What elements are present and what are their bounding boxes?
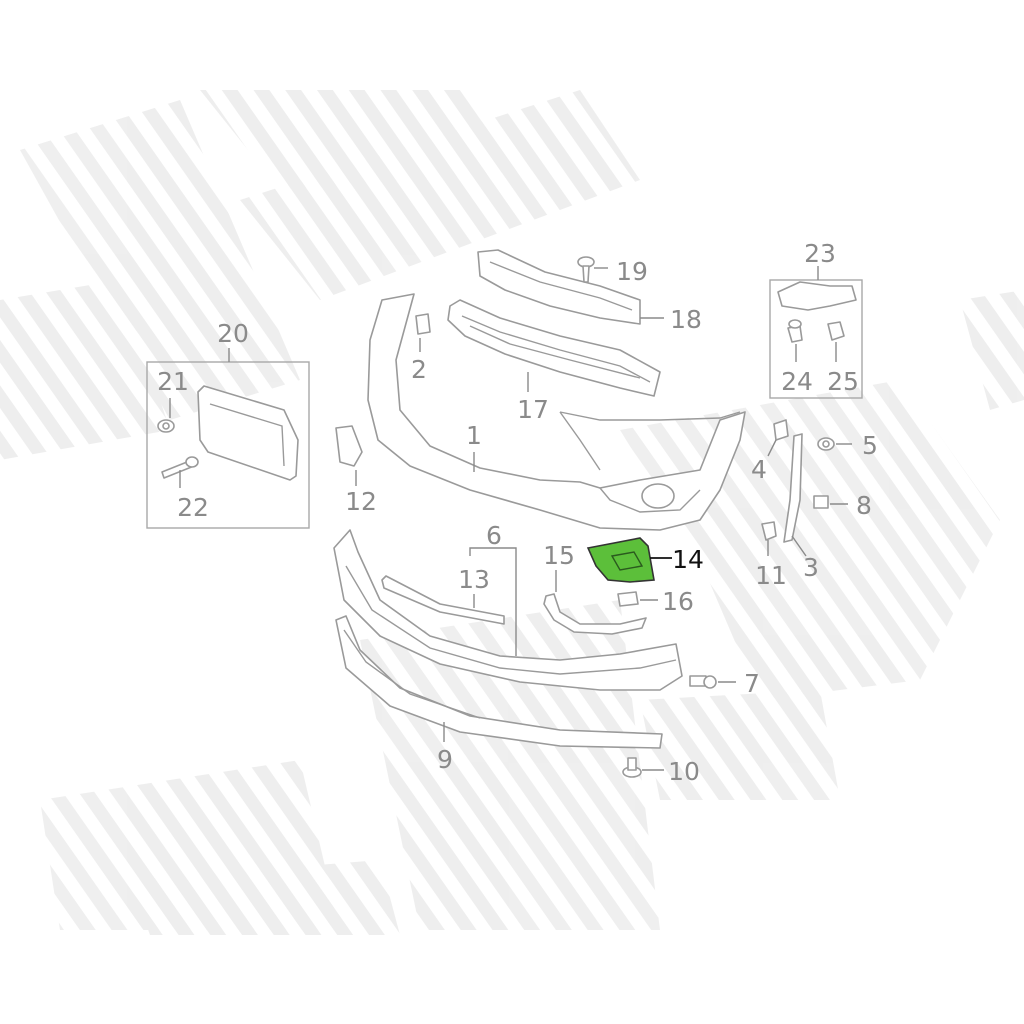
part-6-lower-bumper[interactable]	[333, 529, 683, 691]
part-9-lower-lip[interactable]	[335, 615, 663, 749]
callout-4: 4	[751, 455, 767, 484]
callout-11: 11	[755, 561, 787, 590]
part-6-detail	[345, 565, 677, 675]
callout-15: 15	[543, 541, 575, 570]
part-10-bolt[interactable]	[622, 757, 642, 778]
part-25-clip[interactable]	[827, 321, 845, 341]
callout-17: 17	[517, 395, 549, 424]
callout-8: 8	[856, 491, 872, 520]
part-12-side-bracket[interactable]	[335, 425, 363, 467]
part-group-box-20	[146, 361, 310, 529]
callout-22: 22	[177, 493, 209, 522]
callout-5: 5	[862, 431, 878, 460]
leader-4	[767, 439, 777, 457]
callout-25: 25	[827, 367, 859, 396]
part-20-detail	[209, 403, 285, 467]
callout-7: 7	[744, 669, 760, 698]
callout-24: 24	[781, 367, 813, 396]
callout-14: 14	[672, 545, 704, 574]
callout-3: 3	[803, 553, 819, 582]
part-23-bracket[interactable]	[777, 281, 857, 311]
part-24-clip[interactable]	[787, 319, 803, 343]
part-18-detail	[489, 261, 633, 311]
part-1-top-edge	[559, 411, 741, 421]
part-8-clip[interactable]	[813, 495, 829, 509]
callout-13: 13	[458, 565, 490, 594]
callout-9: 9	[437, 745, 453, 774]
part-3-side-bracket[interactable]	[783, 433, 803, 543]
part-group-box-23	[769, 279, 863, 399]
callout-12: 12	[345, 487, 377, 516]
callout-10: 10	[668, 757, 700, 786]
part-1-fog-hole	[641, 483, 675, 509]
callout-20: 20	[217, 319, 249, 348]
callout-6: 6	[486, 521, 502, 550]
callout-23: 23	[804, 239, 836, 268]
callout-1: 1	[466, 421, 482, 450]
part-2-bracket[interactable]	[415, 313, 431, 335]
part-5-clip[interactable]	[817, 437, 835, 451]
part-22-bolt[interactable]	[161, 456, 199, 479]
leader-3	[791, 535, 807, 557]
part-9-detail	[343, 629, 481, 719]
callout-16: 16	[662, 587, 694, 616]
watermark-logo	[0, 90, 1024, 935]
callout-18: 18	[670, 305, 702, 334]
part-14-fog-lamp-bezel[interactable]	[586, 537, 655, 583]
part-15-trim-strip[interactable]	[543, 593, 647, 635]
part-13-strip[interactable]	[381, 575, 505, 625]
callout-21: 21	[157, 367, 189, 396]
part-19-screw[interactable]	[577, 256, 595, 283]
part-20-license-plate-bracket[interactable]	[197, 385, 299, 481]
part-17-detail-2	[469, 325, 641, 379]
part-14-detail	[610, 551, 644, 571]
part-1-grille-edge	[559, 411, 601, 471]
part-21-push-pin[interactable]	[157, 419, 175, 433]
part-1-fog-opening	[599, 487, 701, 513]
part-1-bumper-cover[interactable]	[367, 293, 746, 531]
callout-2: 2	[411, 355, 427, 384]
part-4-bracket[interactable]	[773, 419, 789, 441]
part-17-detail	[461, 315, 651, 383]
part-16-clip[interactable]	[617, 591, 639, 607]
leader-6	[469, 547, 517, 656]
callout-19: 19	[616, 257, 648, 286]
part-7-bolt[interactable]	[689, 675, 717, 689]
part-11-clip[interactable]	[761, 521, 777, 541]
